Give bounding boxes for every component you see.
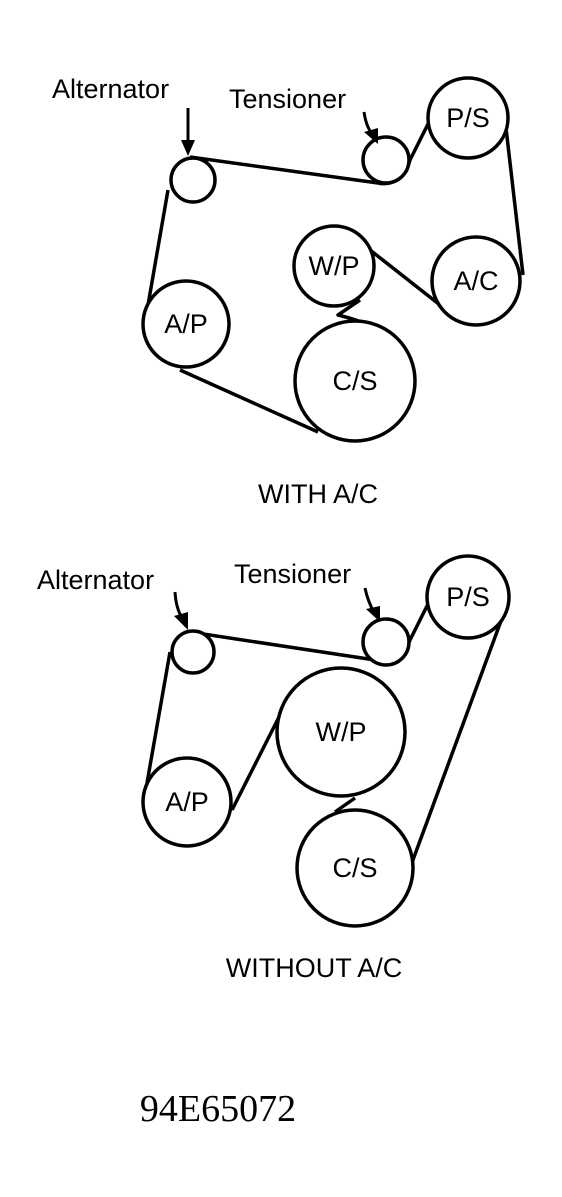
tensioner-pulley [361, 617, 411, 667]
alternator-arrowhead [181, 140, 195, 156]
alternator-callout: Alternator [52, 74, 169, 104]
ps-label: P/S [446, 582, 490, 612]
cs-pulley [293, 319, 417, 443]
caption-without-ac: WITHOUT A/C [226, 953, 403, 983]
caption-with-ac: WITH A/C [258, 479, 378, 509]
figure-code: 94E65072 [140, 1088, 296, 1130]
cs-label: C/S [332, 853, 377, 883]
ap-pulley [141, 756, 233, 848]
alternator-callout: Alternator [37, 565, 154, 595]
tensioner-pulley [361, 135, 411, 185]
alternator-pulley [169, 156, 217, 204]
alternator-pulley [170, 629, 216, 675]
tensioner-callout: Tensioner [229, 84, 346, 114]
wp-pulley [275, 666, 407, 798]
diagram-without-ac: P/S W/P A/P C/S Alternator Tensioner WIT… [37, 554, 511, 983]
ps-label: P/S [446, 103, 490, 133]
wp-label: W/P [309, 251, 360, 281]
ps-pulley [425, 554, 511, 640]
ap-label: A/P [164, 309, 208, 339]
wp-label: W/P [316, 717, 367, 747]
tensioner-arrowhead [366, 606, 380, 622]
ap-pulley [141, 279, 231, 369]
cs-label: C/S [332, 366, 377, 396]
diagram-with-ac: P/S A/C W/P A/P C/S Alternator Tensioner… [52, 74, 525, 509]
cs-pulley [295, 808, 415, 928]
ac-pulley [430, 235, 522, 327]
ac-label: A/C [453, 266, 498, 296]
wp-pulley [292, 224, 376, 308]
ps-pulley [426, 76, 510, 160]
alternator-arrowhead [174, 612, 188, 630]
tensioner-arrowhead [364, 128, 378, 144]
tensioner-callout: Tensioner [234, 559, 351, 589]
ap-label: A/P [165, 787, 209, 817]
